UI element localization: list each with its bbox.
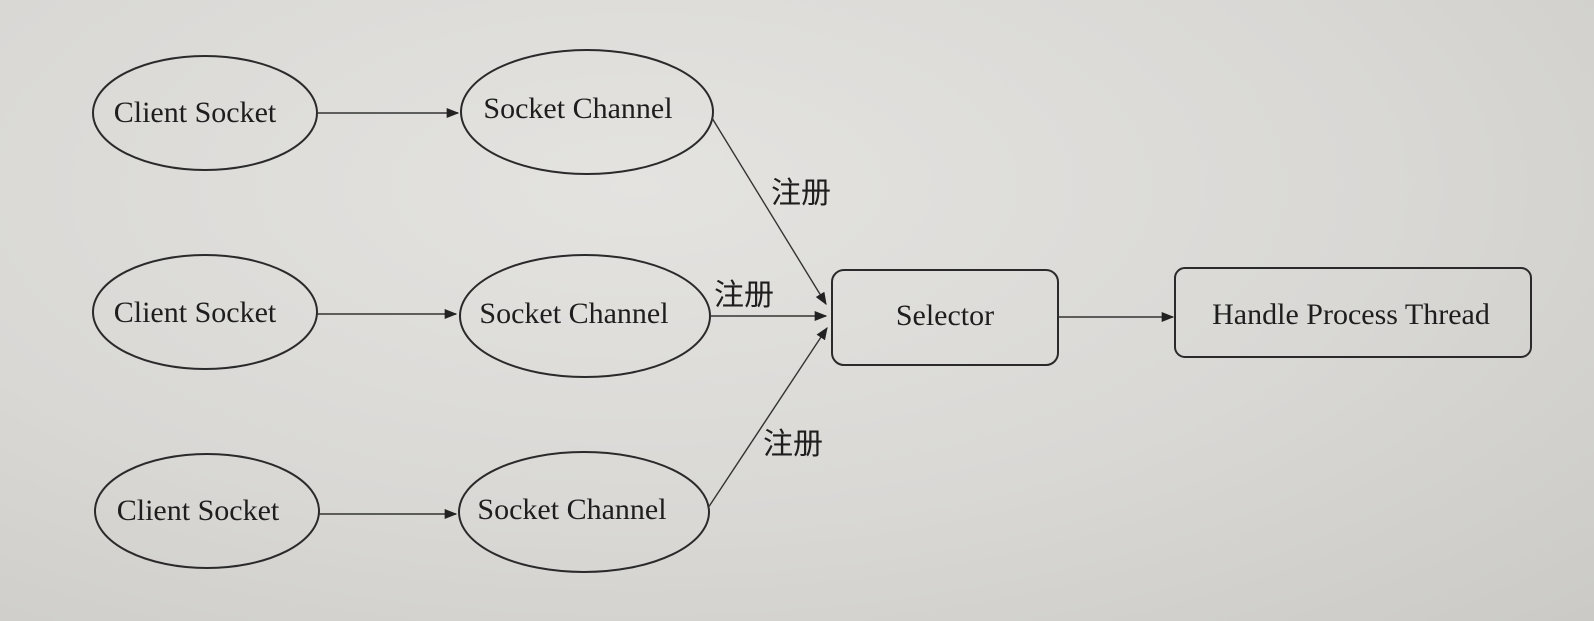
arrow-channel-1-to-selector — [711, 117, 827, 306]
socket-channel-label-1: Socket Channel — [483, 92, 672, 125]
arrow-channel-3-to-selector — [707, 326, 828, 509]
client-socket-node-1: Client Socket — [92, 55, 318, 171]
client-socket-label-3: Client Socket — [117, 494, 280, 527]
selector-node: Selector — [831, 269, 1059, 366]
socket-channel-label-2: Socket Channel — [479, 297, 668, 330]
client-socket-node-3: Client Socket — [94, 453, 320, 569]
register-label-1: 注册 — [771, 176, 831, 211]
socket-channel-node-2: Socket Channel — [459, 254, 711, 378]
client-socket-node-2: Client Socket — [92, 254, 318, 370]
client-socket-label-2: Client Socket — [114, 296, 277, 329]
register-label-3: 注册 — [763, 427, 823, 462]
handle-process-thread-node: Handle Process Thread — [1174, 267, 1532, 358]
socket-channel-label-3: Socket Channel — [477, 493, 666, 526]
client-socket-label-1: Client Socket — [114, 96, 277, 129]
handle-process-thread-label: Handle Process Thread — [1212, 298, 1490, 331]
socket-channel-node-3: Socket Channel — [458, 451, 710, 573]
register-label-2: 注册 — [714, 278, 774, 313]
socket-channel-node-1: Socket Channel — [460, 49, 714, 175]
selector-label: Selector — [896, 299, 994, 332]
